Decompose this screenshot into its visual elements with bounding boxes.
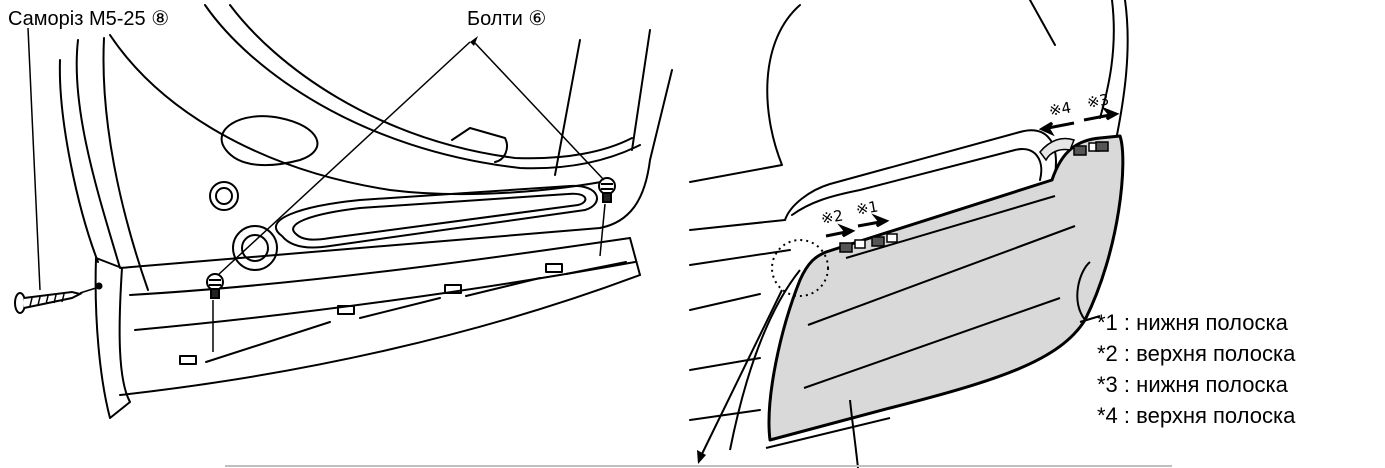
lower-edge-left <box>689 249 791 266</box>
clip <box>854 239 866 249</box>
lower-edge-left-3 <box>689 357 761 371</box>
legend-key: *3 <box>1097 372 1118 397</box>
legend-row-1: *1 : нижня полоска <box>1097 307 1295 338</box>
legend-row-3: *3 : нижня полоска <box>1097 369 1295 400</box>
cover-details <box>729 195 1101 468</box>
body-outline-top <box>1029 0 1056 46</box>
arrow-mark-3 <box>1083 113 1111 122</box>
screw-callout-label: Саморіз М5-25 ⑧ <box>8 8 170 30</box>
screw-axis-line <box>79 287 97 294</box>
lower-edge-left-2 <box>689 293 761 311</box>
lower-edge-left-4 <box>689 409 761 421</box>
legend-text: нижня полоска <box>1136 372 1288 397</box>
cover-line <box>803 297 1061 389</box>
legend-key: *2 <box>1097 341 1118 366</box>
bottom-rail-edge <box>629 237 641 276</box>
clip <box>1095 141 1109 152</box>
door-handle <box>451 127 508 163</box>
arrow-mark-1 <box>857 220 881 228</box>
peeled-strip <box>1039 137 1075 162</box>
cover-drop-line <box>849 399 859 468</box>
panel-vertical-line-2 <box>631 29 651 151</box>
strip-mark-3: ※3 <box>1086 90 1111 112</box>
legend-text: нижня полоска <box>1136 310 1288 335</box>
clip <box>886 233 898 243</box>
rail-groove <box>205 321 331 363</box>
detail-arrowhead <box>697 450 706 464</box>
bottom-rail-top <box>129 237 631 296</box>
left-figure-door-assembly <box>58 4 673 419</box>
leader-lines-left <box>27 27 606 352</box>
legend-key: *4 <box>1097 403 1118 428</box>
strip-mark-1: ※1 <box>855 197 880 219</box>
body-outline-right <box>1099 0 1115 119</box>
body-outline-left <box>689 4 801 183</box>
bolt-leader-right <box>473 41 605 181</box>
bolt-icon <box>598 177 616 203</box>
strip-mark-2: ※2 <box>820 206 845 228</box>
tub-rim <box>791 148 1043 216</box>
bottom-rail-lower <box>119 274 641 396</box>
clip <box>871 236 885 247</box>
bolts-callout-label: Болти ⑥ <box>467 8 547 30</box>
cover-fold-line <box>845 195 1056 259</box>
door-arc-outer <box>204 4 641 170</box>
long-slot <box>274 184 598 249</box>
strip-legend: *1 : нижня полоска *2 : верхня полоска *… <box>1097 307 1295 431</box>
legend-key: *1 <box>1097 310 1118 335</box>
front-panel-inner-edge <box>102 37 149 291</box>
screw-hole <box>95 282 103 290</box>
cover-right-flap <box>1076 261 1101 323</box>
legend-sep: : <box>1123 372 1131 397</box>
legend-sep: : <box>1123 403 1131 428</box>
screw-icon <box>14 290 83 314</box>
arrow-mark-2 <box>825 230 847 238</box>
legend-text: верхня полоска <box>1136 403 1296 428</box>
legend-row-4: *4 : верхня полоска <box>1097 400 1295 431</box>
long-slot-inner <box>292 192 587 241</box>
boss-lower <box>232 225 278 271</box>
detail-circle <box>771 239 829 297</box>
legend-sep: : <box>1123 310 1131 335</box>
boss-lower-inner <box>241 234 269 262</box>
strip-clips <box>839 141 1109 253</box>
panel-top-line <box>109 34 613 196</box>
rail-slot <box>179 355 197 365</box>
clip <box>839 242 853 253</box>
legend-row-2: *2 : верхня полоска <box>1097 338 1295 369</box>
strip-arrows <box>825 106 1120 238</box>
rail-groove <box>359 297 441 319</box>
bolt-leader-left <box>217 41 471 276</box>
bolt-drop-right <box>599 203 606 257</box>
body-outline-right-inner <box>1115 0 1129 141</box>
clip <box>1073 145 1087 156</box>
boss-upper-inner <box>215 187 233 205</box>
detail-leader <box>699 289 783 459</box>
rail-slot <box>545 263 563 273</box>
panel-vertical-line-1 <box>554 39 581 176</box>
cover-bottom-edge <box>765 417 891 449</box>
rail-groove <box>465 277 541 297</box>
boss-upper <box>209 181 239 211</box>
cover-line <box>807 225 1076 326</box>
door-arc-inner <box>229 4 633 160</box>
rail-slot <box>444 284 462 294</box>
arrow-mark-4 <box>1047 121 1075 130</box>
front-panel-outline <box>75 39 673 269</box>
arrowhead <box>470 36 478 46</box>
legend-sep: : <box>1123 341 1131 366</box>
legend-text: верхня полоска <box>1136 341 1296 366</box>
bolt-icon <box>206 273 224 299</box>
cover-panel <box>767 134 1125 442</box>
panel-left-curve <box>58 59 99 263</box>
rail-groove <box>565 261 627 275</box>
screw-leader <box>27 27 41 291</box>
rail-slot <box>337 305 355 315</box>
recess-left <box>220 115 319 167</box>
cover-left-curve <box>729 269 801 451</box>
side-bracket <box>94 257 131 419</box>
strip-mark-4: ※4 <box>1048 98 1073 120</box>
